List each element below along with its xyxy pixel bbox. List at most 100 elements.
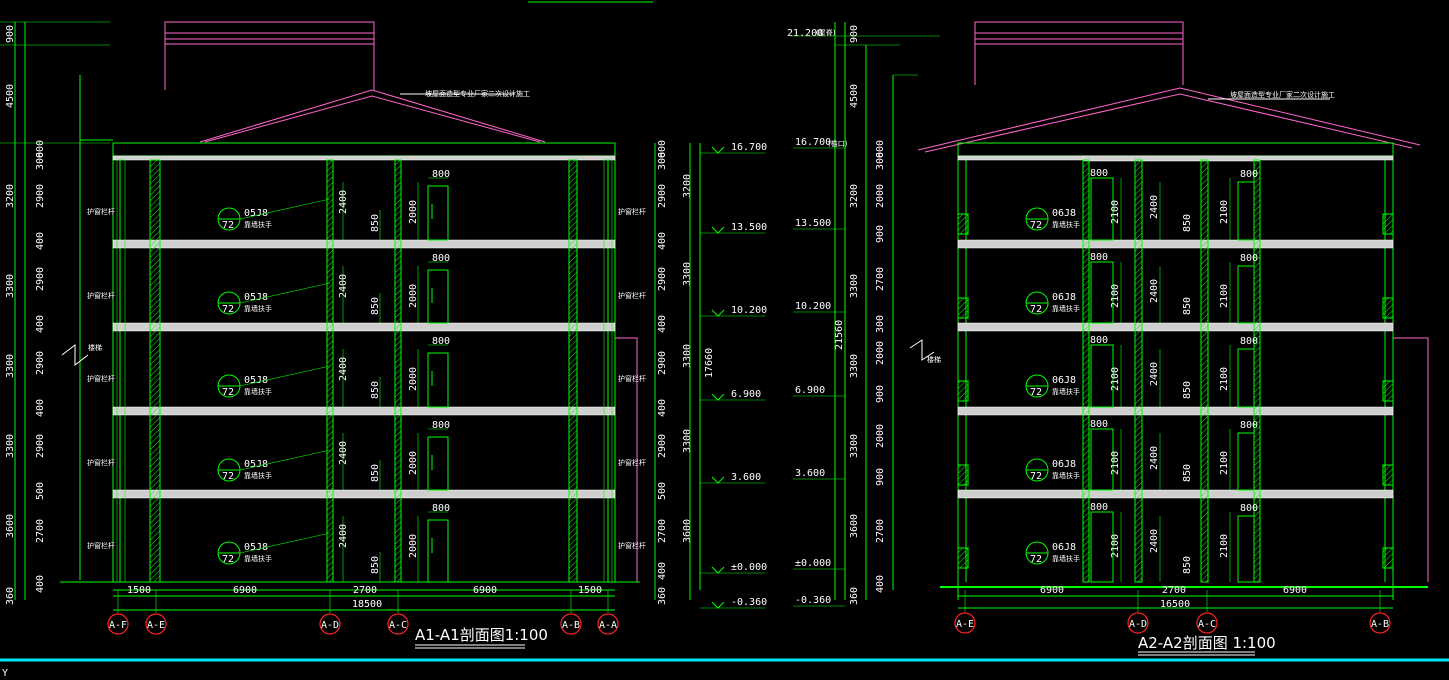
- left-outer-dim-0: 900: [5, 25, 16, 43]
- left-outer-dim-1: 4500: [5, 84, 16, 108]
- axis-bubble-3[interactable]: [387, 613, 409, 635]
- dim-800-rl-3: 800: [1090, 419, 1108, 430]
- dim-2400-r-0: 2400: [1149, 195, 1160, 219]
- door-rr-3: [1237, 432, 1255, 491]
- ref-label-r2: 靠墙扶手: [1052, 387, 1080, 396]
- left-inner-dim-6: 2900: [35, 351, 46, 375]
- bottom-dim-r0: 6900: [1040, 585, 1064, 596]
- roof-chimney: [164, 21, 375, 90]
- right-outer-dim-4: 3300: [849, 354, 860, 378]
- lintel-right-3: [1382, 464, 1394, 486]
- ref-code-r1: 06J8: [1052, 292, 1076, 303]
- wall-r1: [1134, 159, 1143, 583]
- ref-label-r1: 靠墙扶手: [1052, 304, 1080, 313]
- ref-code-r4: 06J8: [1052, 542, 1076, 553]
- floor-slab-r3: [957, 489, 1394, 499]
- right-inner-dim-b6: 2000: [875, 341, 886, 365]
- dim-2400-3: 2400: [338, 441, 349, 465]
- axis-bubble-r3[interactable]: [1369, 612, 1391, 634]
- dim-800-0: 800: [432, 169, 450, 180]
- axis-bubble-r0[interactable]: [954, 612, 976, 634]
- axis-bubble-4[interactable]: [560, 613, 582, 635]
- bottom-dim-r1: 2700: [1162, 585, 1186, 596]
- ref-label-1: 靠墙扶手: [244, 304, 272, 313]
- ref-circle-text-0: 72: [222, 220, 234, 231]
- door-rl-0: [1090, 177, 1114, 241]
- ref-label-0: 靠墙扶手: [244, 220, 272, 229]
- dim-2400-0: 2400: [338, 190, 349, 214]
- axis-bubble-5[interactable]: [597, 613, 619, 635]
- axis-bubble-r1[interactable]: [1127, 612, 1149, 634]
- door-2: [427, 352, 449, 408]
- ref-code-4: 05J8: [244, 542, 268, 553]
- ref-label-r4: 靠墙扶手: [1052, 554, 1080, 563]
- guard-label-left-0: 护窗栏杆: [87, 207, 115, 216]
- right-inner-dim-b5: 300: [875, 315, 886, 333]
- ref-leader-1: [239, 282, 331, 304]
- dim-850-r-1: 850: [1182, 297, 1193, 315]
- guard-label-right-0: 护窗栏杆: [618, 207, 646, 216]
- dim-800-rr-0: 800: [1240, 169, 1258, 180]
- ref-label-r0: 靠墙扶手: [1052, 220, 1080, 229]
- right-left-dimension-lines: [790, 22, 940, 600]
- ref-code-r3: 06J8: [1052, 459, 1076, 470]
- axis-label-4: A-B: [562, 620, 580, 631]
- right-mid-dim-4: 3600: [682, 519, 693, 543]
- bottom-dimension-lines-right: [958, 595, 1393, 609]
- right-inner-dim-b4: 2700: [875, 267, 886, 291]
- right-inner-dim-4: 2900: [657, 267, 668, 291]
- section-title-a2: A2-A2剖面图 1:100: [1138, 634, 1276, 652]
- floor-slab-1: [112, 322, 616, 332]
- dim-2400-r-3: 2400: [1149, 446, 1160, 470]
- door-rl-2: [1090, 344, 1114, 408]
- dim-2100-rr-1: 2100: [1219, 284, 1230, 308]
- interior-walls-right: [957, 159, 1394, 583]
- right-inner-dim-b1: 300: [875, 152, 886, 170]
- dim-800-rr-2: 800: [1240, 336, 1258, 347]
- bottom-dim-4: 1500: [578, 585, 602, 596]
- dim-2100-rl-2: 2100: [1110, 367, 1121, 391]
- dim-2400-r-2: 2400: [1149, 362, 1160, 386]
- total-height-label-right: 21560: [834, 320, 845, 350]
- axis-bubble-r2[interactable]: [1196, 612, 1218, 634]
- dim-800-rl-1: 800: [1090, 252, 1108, 263]
- ref-circle-text-r2: 72: [1030, 387, 1042, 398]
- ref-leader-4: [239, 532, 331, 554]
- bottom-total-right: 16500: [1160, 599, 1190, 610]
- right-inner-dim-5: 400: [657, 315, 668, 333]
- axis-bubble-2[interactable]: [319, 613, 341, 635]
- axis-bubble-1[interactable]: [145, 613, 167, 635]
- ref-label-3: 靠墙扶手: [244, 471, 272, 480]
- lintel-left-3: [957, 464, 969, 486]
- elev-triangle-1: [711, 226, 725, 234]
- left-inner-dim-3: 400: [35, 232, 46, 250]
- elevation-label-6: -0.360: [731, 597, 767, 608]
- dim-850-3: 850: [370, 464, 381, 482]
- left-inner-dim-11: 400: [35, 575, 46, 593]
- dim-2100-rl-1: 2100: [1110, 284, 1121, 308]
- left-inner-dim-7: 400: [35, 399, 46, 417]
- top-elevation-note: (屋脊): [816, 28, 836, 37]
- dim-2000-1: 2000: [408, 284, 419, 308]
- dim-2000-3: 2000: [408, 451, 419, 475]
- left-inner-dim-4: 2900: [35, 267, 46, 291]
- dim-2100-rr-3: 2100: [1219, 451, 1230, 475]
- ref-circle-text-4: 72: [222, 554, 234, 565]
- left-dimension-texts: 9004500320033003300330036003606003002900…: [5, 25, 693, 605]
- dim-2400-4: 2400: [338, 524, 349, 548]
- ref-leader-2: [239, 365, 331, 387]
- left-inner-dim-1: 300: [35, 152, 46, 170]
- axis-bubble-0[interactable]: [107, 613, 129, 635]
- right-mid-dim-2: 3300: [682, 344, 693, 368]
- right-inner-dim-b3: 900: [875, 225, 886, 243]
- right-inner-dim-b2: 2000: [875, 184, 886, 208]
- ref-code-1: 05J8: [244, 292, 268, 303]
- right-inner-dim-b0: 600: [875, 140, 886, 158]
